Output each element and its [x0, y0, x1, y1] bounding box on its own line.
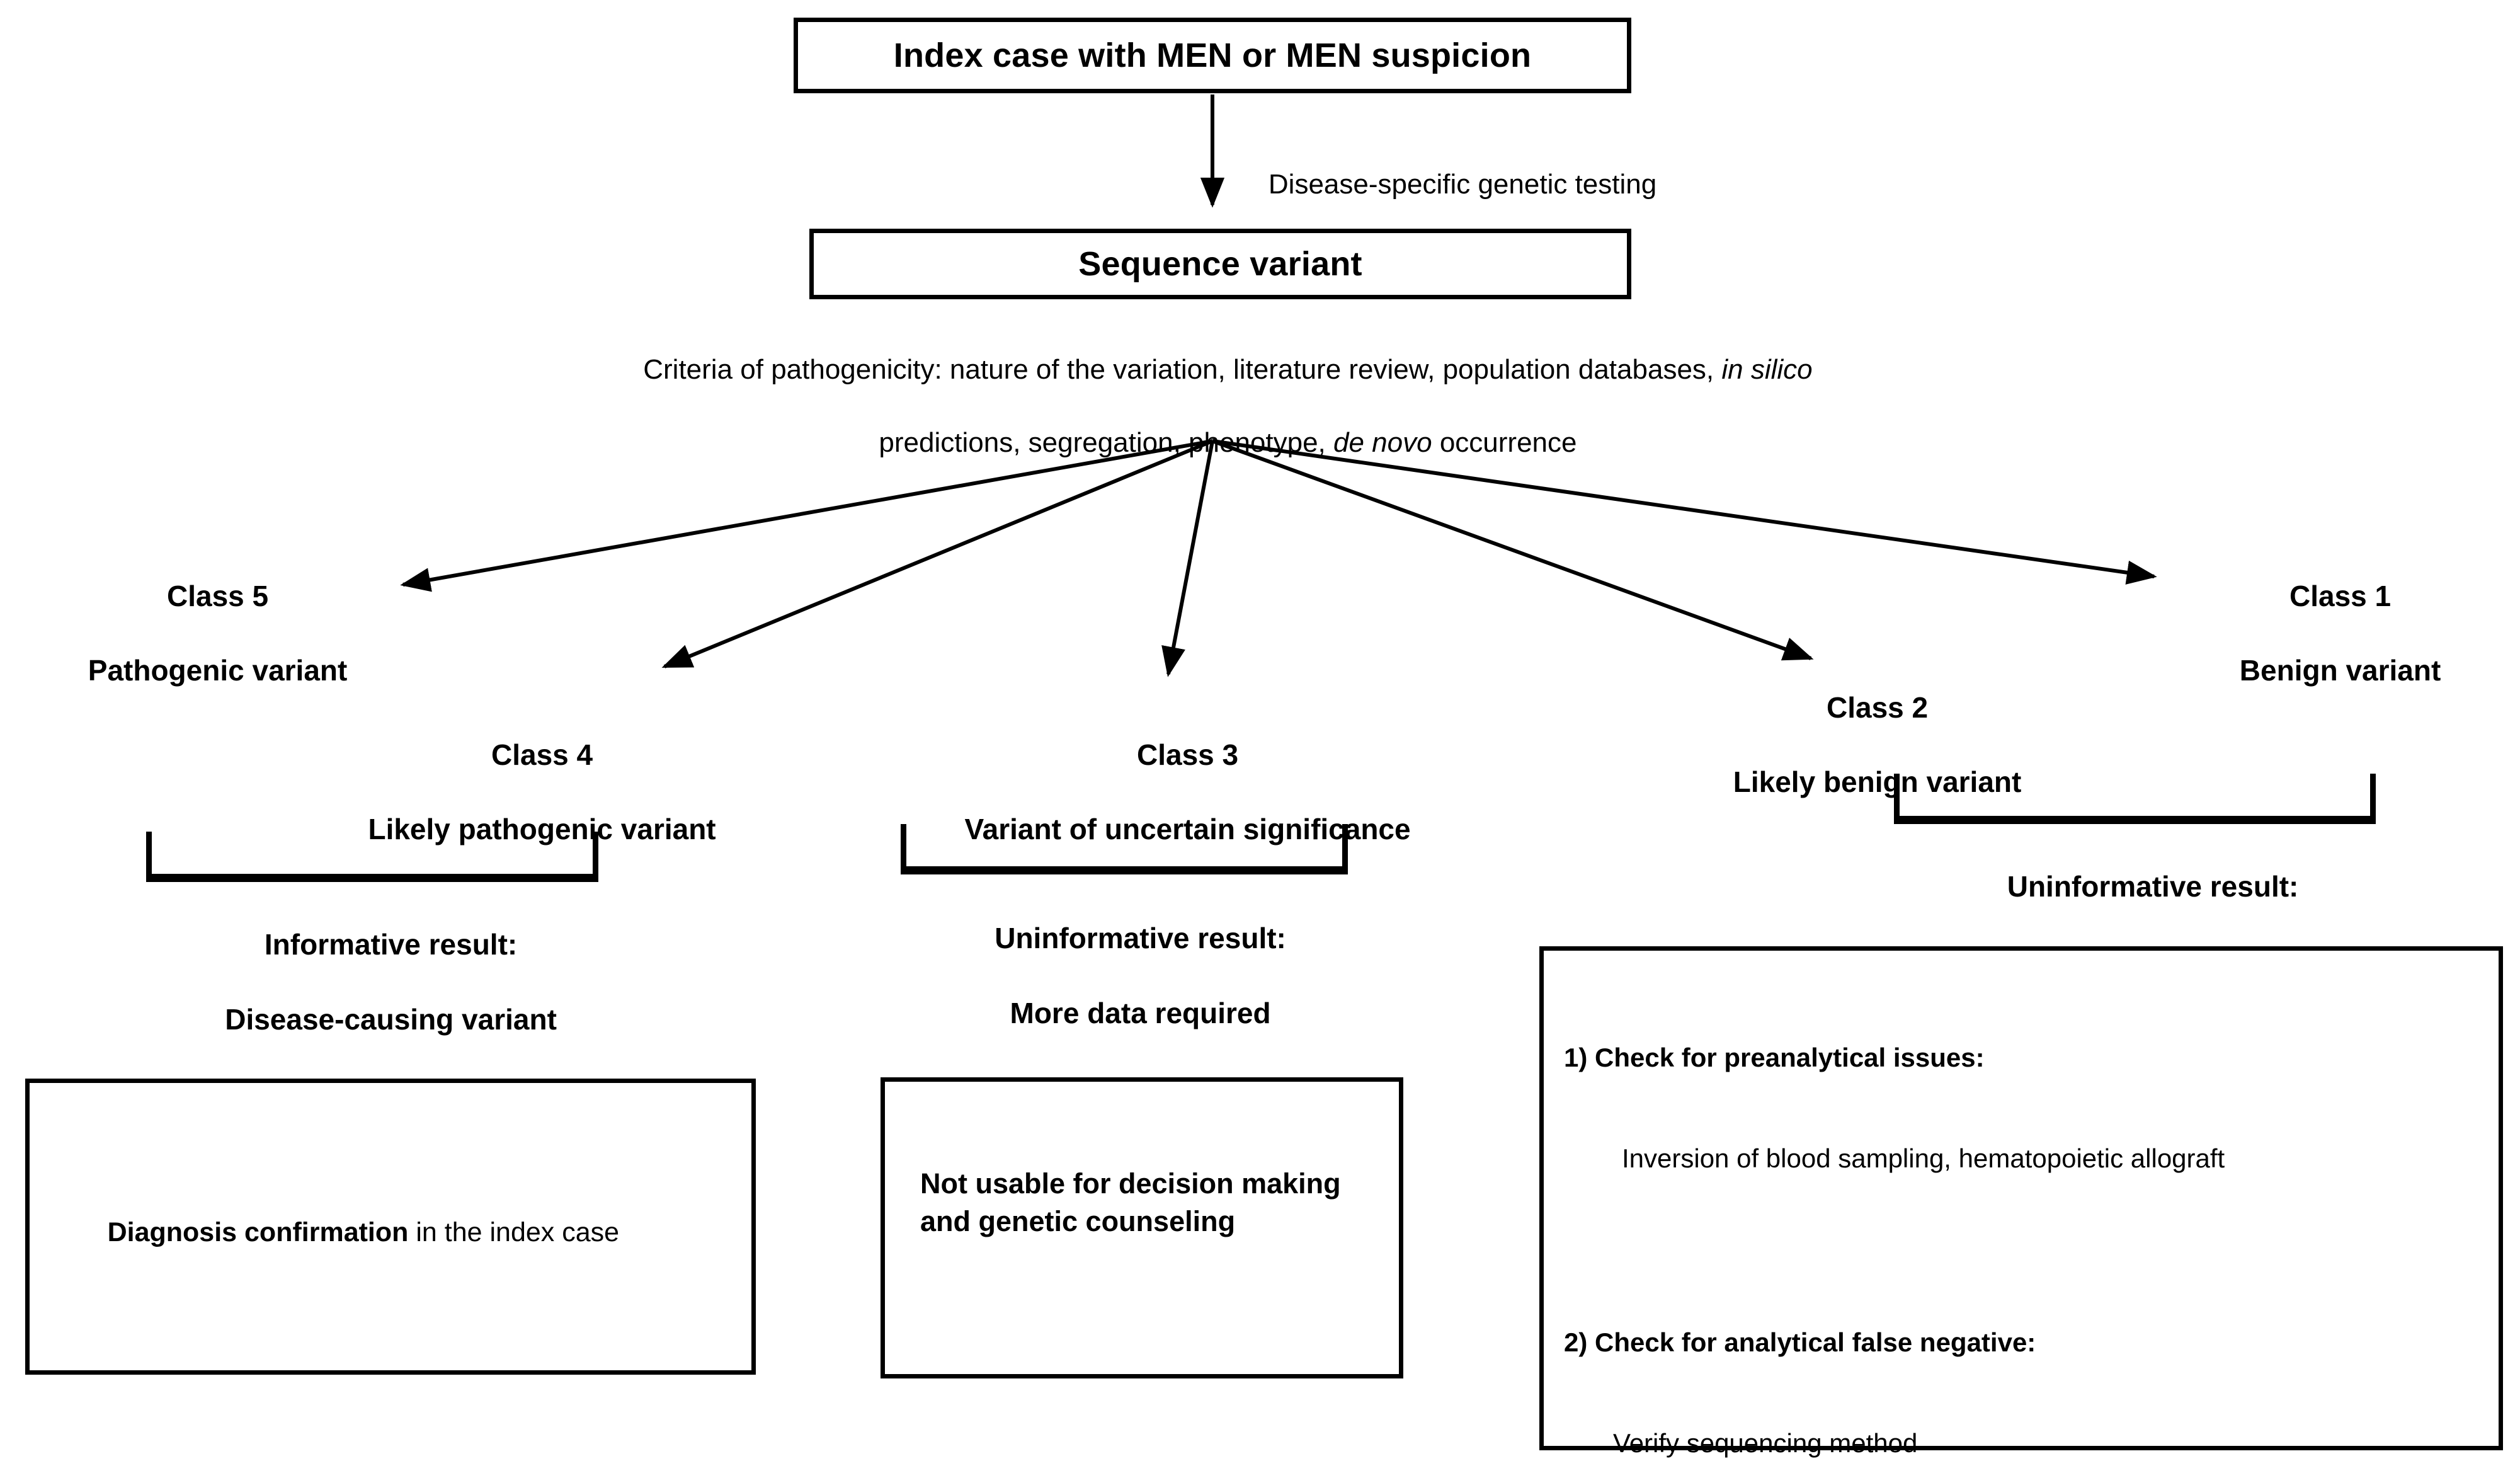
- class-5-label: Class 5 Pathogenic variant: [13, 541, 391, 726]
- uninformative-vus-line1: Uninformative result:: [995, 921, 1286, 954]
- class-4-label: Class 4 Likely pathogenic variant: [290, 699, 762, 885]
- outcome-right-spacer-1: [1564, 1242, 2482, 1259]
- index-case-label: Index case with MEN or MEN suspicion: [893, 37, 1532, 74]
- class-3-number: Class 3: [1137, 738, 1239, 771]
- informative-result-line2: Disease-causing variant: [225, 1003, 557, 1036]
- class-2-label: Class 2 Likely benign variant: [1600, 652, 2123, 837]
- outcome-right-item2: 2) Check for analytical false negative:: [1564, 1327, 2036, 1358]
- uninformative-vus-line2: More data required: [1010, 997, 1271, 1030]
- criteria-of-pathogenicity: Criteria of pathogenicity: nature of the…: [403, 315, 2022, 498]
- outcome-left-spacer: [47, 1356, 733, 1385]
- outcome-left-line1-bold: Diagnosis confirmation: [107, 1217, 409, 1247]
- sequence-variant-label: Sequence variant: [1078, 245, 1362, 283]
- brace-uninformative-benign: [1894, 774, 2376, 824]
- outcome-left-line1-rest: in the index case: [408, 1217, 620, 1247]
- class-1-number: Class 1: [2289, 579, 2392, 612]
- informative-result-label: Informative result: Disease-causing vari…: [113, 888, 636, 1077]
- outcome-right-item1-sub: Inversion of blood sampling, hematopoiet…: [1622, 1143, 2225, 1173]
- testing-arrow-label: Disease-specific genetic testing: [1268, 169, 1657, 200]
- informative-result-line1: Informative result:: [264, 927, 518, 961]
- class-4-name: Likely pathogenic variant: [368, 812, 716, 845]
- class-3-name: Variant of uncertain significance: [964, 812, 1411, 845]
- outcome-middle-content: Not usable for decision making and genet…: [920, 1167, 1349, 1238]
- class-4-number: Class 4: [491, 738, 593, 771]
- outcome-left-line1: Diagnosis confirmation in the index case: [47, 1180, 733, 1286]
- outcome-box-right: 1) Check for preanalytical issues: Inver…: [1539, 946, 2503, 1458]
- sequence-variant-box: Sequence variant: [809, 229, 1631, 299]
- outcome-box-left: Diagnosis confirmation in the index case…: [25, 1079, 756, 1461]
- index-case-box: Index case with MEN or MEN suspicion: [794, 18, 1631, 93]
- brace-informative: [146, 832, 598, 882]
- outcome-left-line2: Genetic counseling in relatives:: [47, 1455, 733, 1461]
- outcome-right-item1: 1) Check for preanalytical issues:: [1564, 1042, 1985, 1072]
- brace-uninformative-vus: [901, 824, 1348, 874]
- class-2-name: Likely benign variant: [1733, 765, 2022, 798]
- criteria-line1-italic: in silico: [1721, 354, 1813, 386]
- class-2-number: Class 2: [1827, 690, 1929, 724]
- criteria-line2-b: occurrence: [1432, 427, 1577, 459]
- class-1-label: Class 1 Benign variant: [2141, 541, 2507, 726]
- class-5-number: Class 5: [167, 579, 269, 612]
- uninformative-benign-line1: Uninformative result:: [2007, 869, 2299, 903]
- class-5-name: Pathogenic variant: [88, 653, 348, 687]
- outcome-right-content: 1) Check for preanalytical issues: Inver…: [1544, 951, 2499, 1461]
- criteria-line2-italic: de novo: [1333, 427, 1432, 459]
- class-1-name: Benign variant: [2239, 653, 2441, 687]
- uninformative-vus-label: Uninformative result: More data required: [869, 882, 1379, 1070]
- outcome-right-item2-sub: Verify sequencing method: [1613, 1428, 1918, 1458]
- class-3-label: Class 3 Variant of uncertain significanc…: [838, 699, 1505, 885]
- outcome-left-content: Diagnosis confirmation in the index case…: [30, 1083, 751, 1461]
- criteria-line1-a: Criteria of pathogenicity: nature of the…: [643, 354, 1722, 386]
- outcome-box-middle: Not usable for decision making and genet…: [881, 1077, 1403, 1378]
- criteria-line2-a: predictions, segregation, phenotype,: [879, 427, 1334, 459]
